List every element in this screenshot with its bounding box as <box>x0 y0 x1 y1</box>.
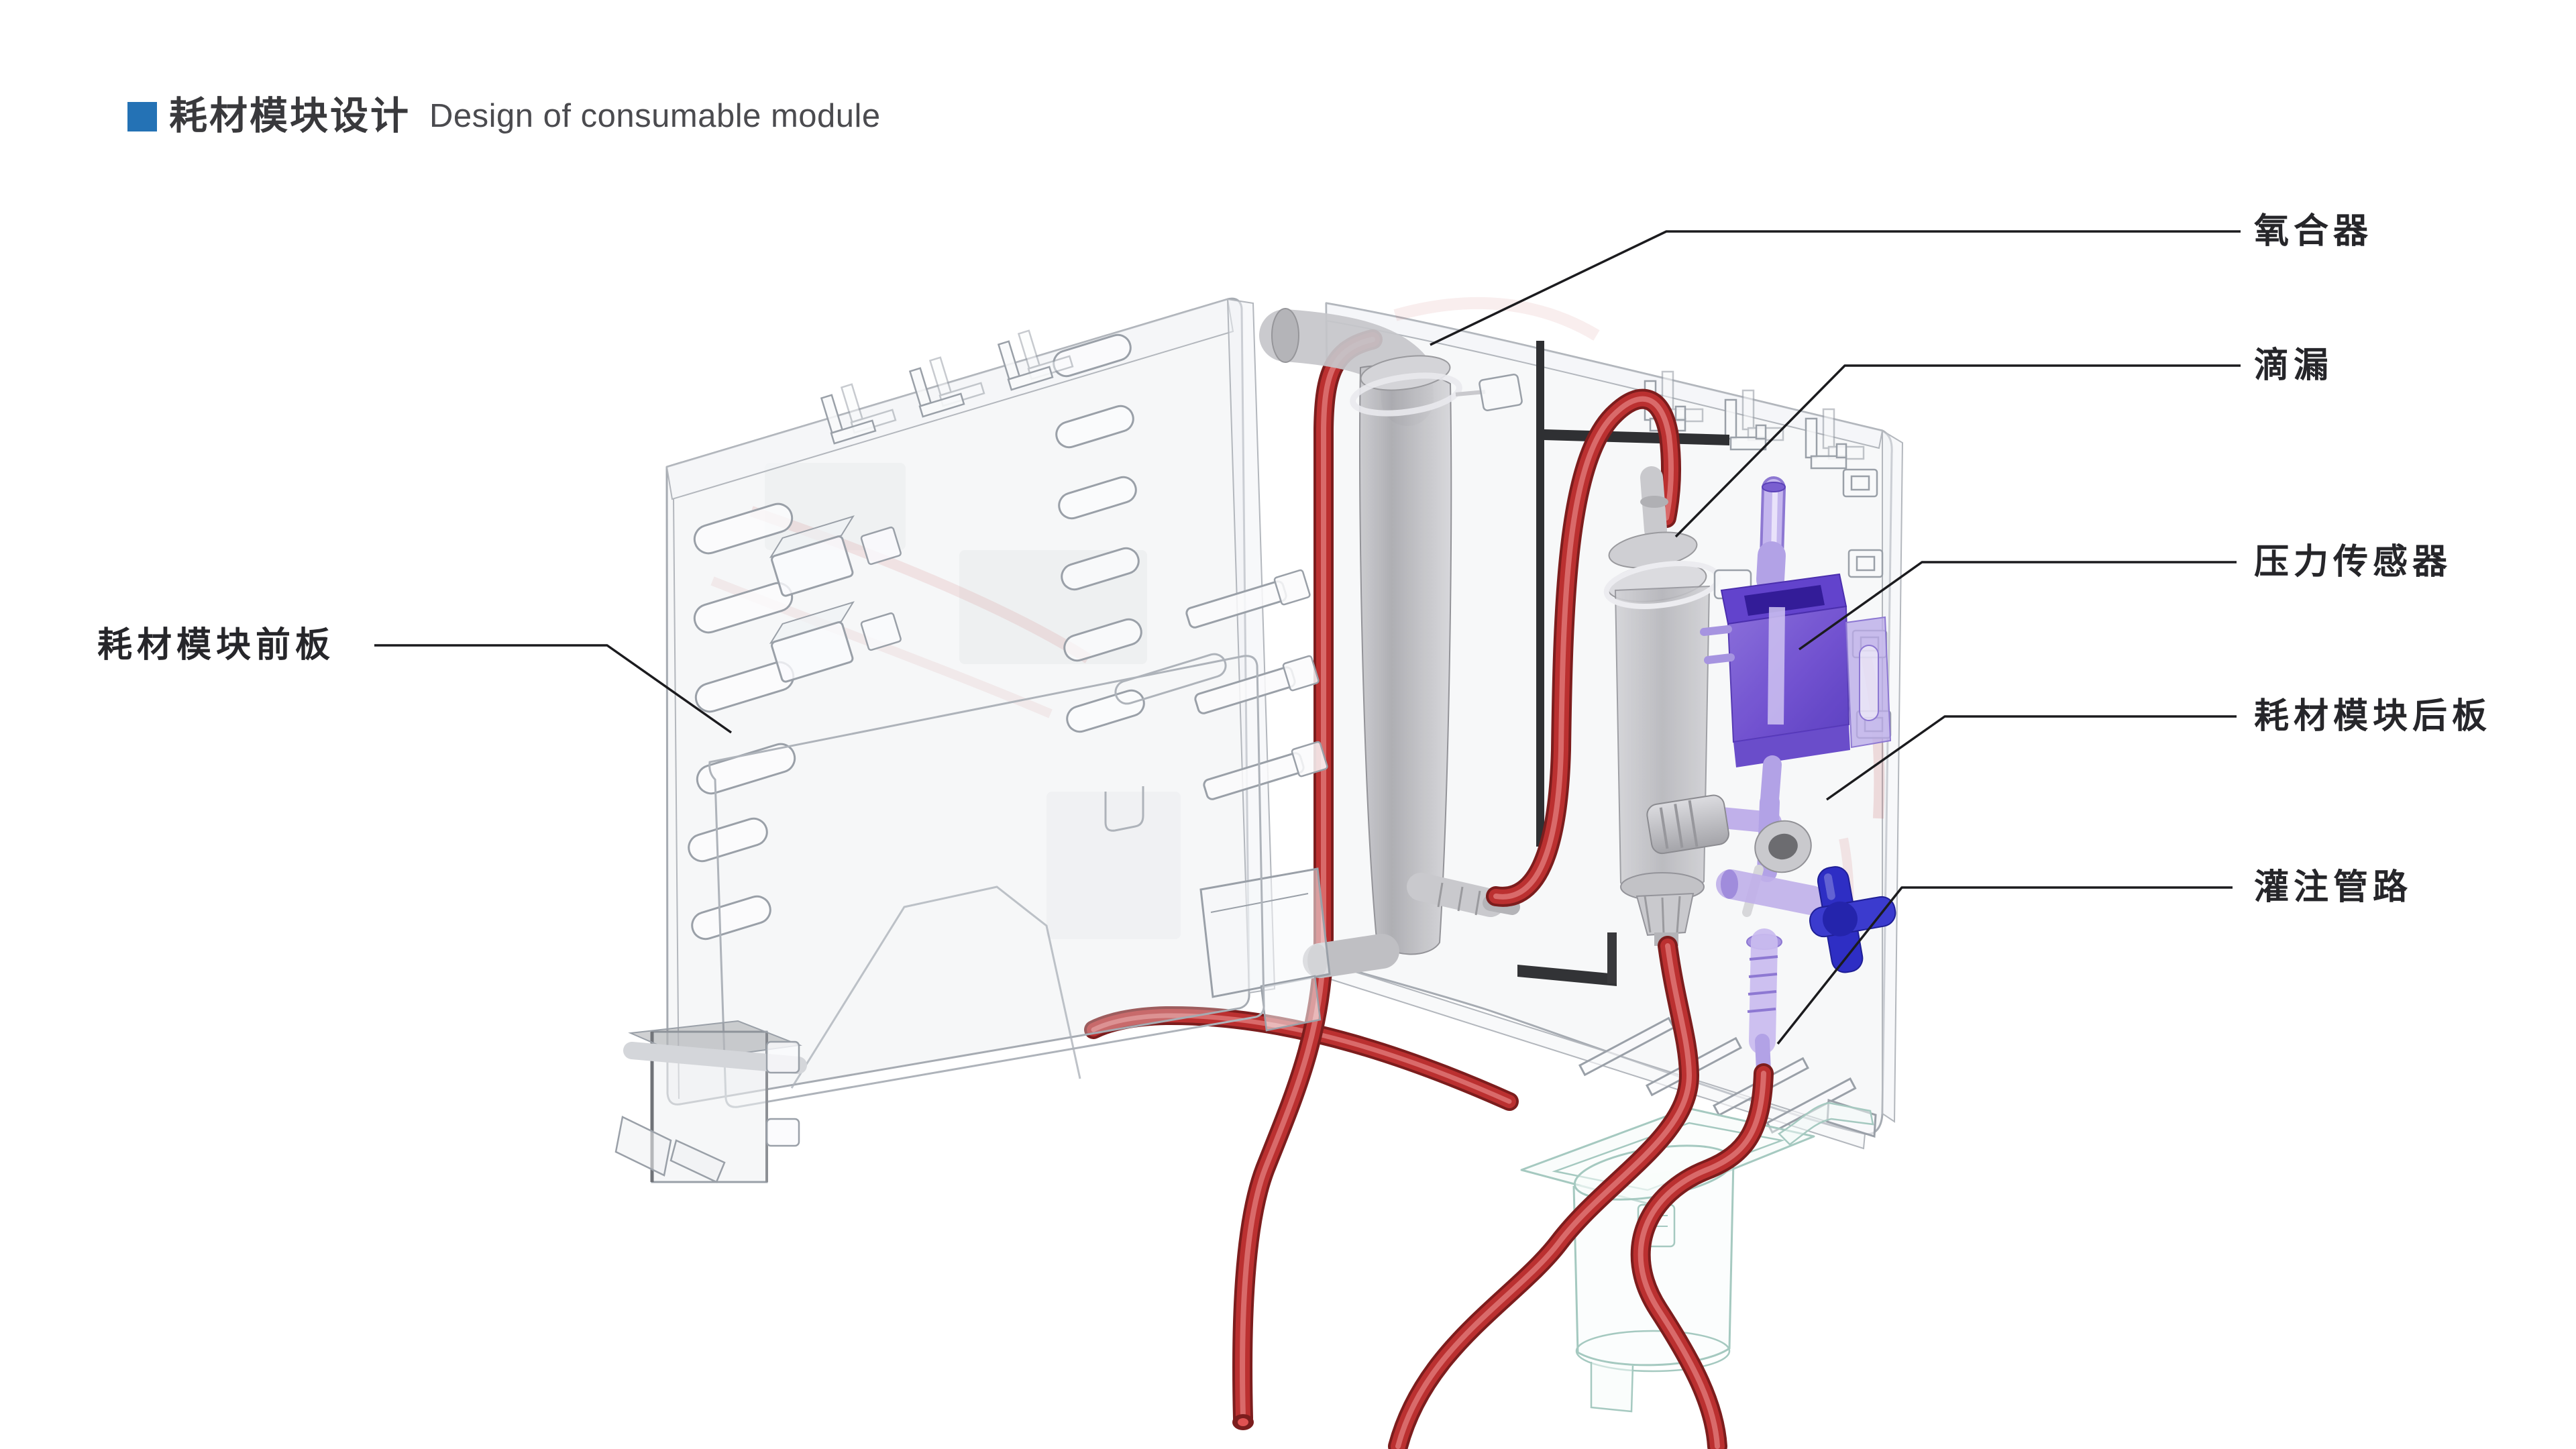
leader-pressure-sensor <box>1798 561 2237 651</box>
back-plate <box>1325 297 1904 1150</box>
page-header: 耗材模块设计 Design of consumable module <box>127 93 881 140</box>
front-plate-hinge <box>614 1020 807 1183</box>
leader-back-plate <box>1825 715 2237 801</box>
leader-lines <box>374 230 2241 1045</box>
label-back-plate: 耗材模块后板 <box>2254 697 2492 736</box>
tube-drip-outlet <box>1388 936 1700 1449</box>
front-plate-box-clips <box>769 515 902 683</box>
tube-horizontal <box>1084 1006 1519 1111</box>
title-bullet-icon <box>127 102 157 131</box>
leader-perfusion-line <box>1776 886 2233 1045</box>
sensor-pins <box>1700 625 1735 664</box>
leader-drip-chamber <box>1674 364 2241 538</box>
front-plate-top-hooks <box>820 329 1074 445</box>
front-plate-slots-left <box>688 502 796 941</box>
stopcock-barrel <box>1716 869 1826 915</box>
tube-perfusion <box>1630 1063 1774 1449</box>
leader-oxygenator <box>1430 230 2241 346</box>
tube-seam <box>1232 329 1383 1430</box>
front-plate <box>614 297 1331 1183</box>
page-title-zh: 耗材模块设计 <box>169 95 411 138</box>
label-perfusion-line: 灌注管路 <box>2254 868 2413 907</box>
oxygenator-clamp <box>1350 372 1462 417</box>
stopcock-handle <box>1809 866 1896 973</box>
page-title-en: Design of consumable module <box>429 98 881 134</box>
tube-loop <box>1486 388 1681 907</box>
label-drip-chamber: 滴漏 <box>2254 346 2334 385</box>
reservoir <box>1520 1102 1874 1413</box>
faint-tube-hint <box>1393 297 1600 341</box>
oxygenator-bottom-port <box>1303 934 1399 978</box>
label-front-plate: 耗材模块前板 <box>97 626 335 665</box>
label-pressure-sensor: 压力传感器 <box>2254 543 2453 582</box>
front-plate-slots-face <box>1053 333 1145 733</box>
front-plate-right-clips <box>1185 569 1328 800</box>
leader-front-plate <box>374 644 733 734</box>
gray-knob <box>1646 794 1729 855</box>
front-plate-bottom-bracket <box>1199 867 1331 1032</box>
pressure-sensor <box>1646 476 1896 1078</box>
label-oxygenator: 氧合器 <box>2254 212 2373 251</box>
